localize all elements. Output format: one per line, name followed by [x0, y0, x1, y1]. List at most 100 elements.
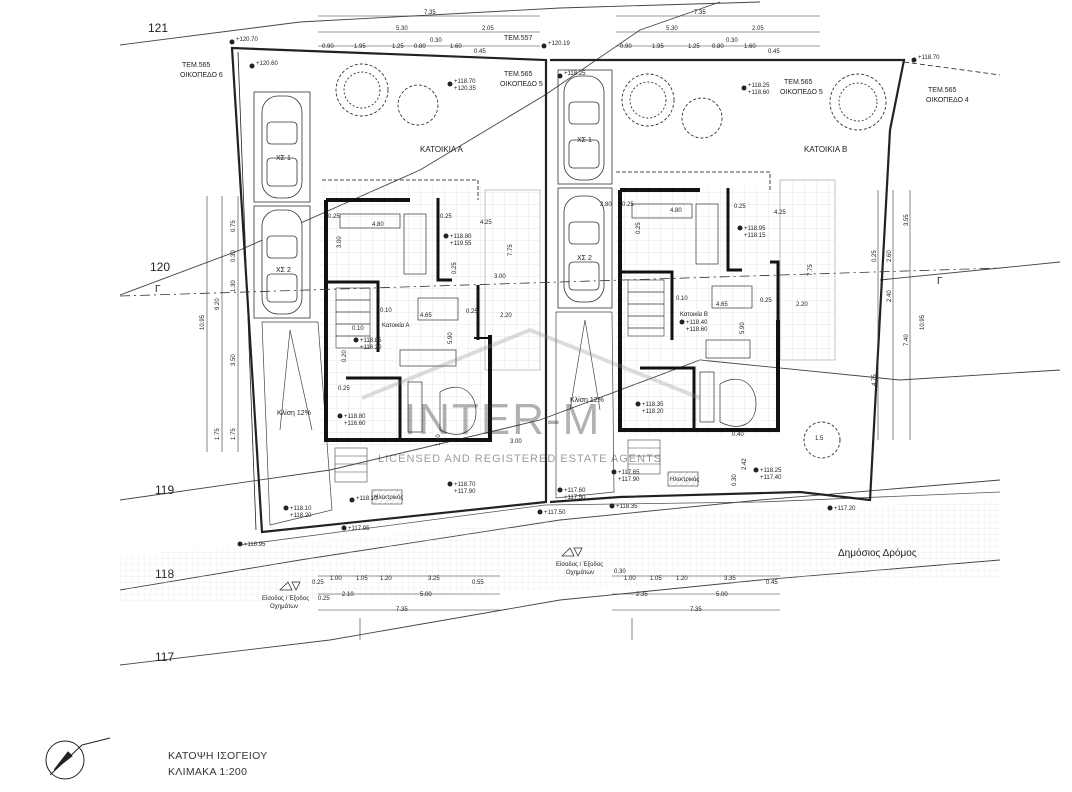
svg-text:0.20: 0.20	[342, 350, 348, 362]
svg-text:7.75: 7.75	[808, 264, 814, 276]
svg-text:+118.25: +118.25	[564, 71, 586, 77]
parking-label-2: ΧΣ 2	[276, 267, 291, 274]
plot-label-top: ΤΕΜ.557	[504, 35, 533, 42]
house-a-furniture	[335, 213, 477, 435]
svg-text:1.5: 1.5	[815, 436, 824, 442]
top-dimension-lines	[318, 15, 820, 47]
svg-text:INTER-M: INTER-M	[404, 395, 601, 444]
svg-text:1.05: 1.05	[356, 576, 368, 582]
svg-text:+116.60: +116.60	[344, 421, 366, 427]
svg-text:+116.95: +116.95	[244, 542, 266, 548]
plot-label-left-1: ΤΕΜ.565	[182, 62, 211, 69]
svg-text:1.25: 1.25	[688, 44, 700, 50]
svg-text:0.30: 0.30	[231, 250, 237, 262]
svg-text:3.00: 3.00	[337, 236, 343, 248]
house-b-tiled-floor	[615, 185, 780, 435]
svg-text:4.65: 4.65	[420, 313, 432, 319]
svg-text:0.30: 0.30	[614, 569, 626, 575]
svg-text:+118.70: +118.70	[454, 482, 476, 488]
plot-label-right-1: ΤΕΜ.565	[784, 79, 813, 86]
plot-label-mid-1: ΤΕΜ.565	[504, 71, 533, 78]
svg-text:+118.70: +118.70	[454, 79, 476, 85]
svg-text:3.00: 3.00	[510, 439, 522, 445]
svg-text:+118.25: +118.25	[760, 468, 782, 474]
contour-label-121: 121	[148, 21, 168, 35]
svg-text:+117.50: +117.50	[564, 495, 586, 501]
svg-text:2.05: 2.05	[752, 26, 764, 32]
contour-label-119: 119	[155, 483, 174, 497]
meter-box-a: Ηλεκτρικός	[371, 489, 403, 505]
drawing-scale: ΚΛΙΜΑΚΑ 1:200	[168, 766, 248, 778]
svg-text:0.25: 0.25	[872, 250, 878, 262]
svg-text:0.25: 0.25	[452, 262, 458, 274]
svg-text:+118.20: +118.20	[290, 513, 312, 519]
house-b-dimensions: 0.25 4.80 0.25 4.25 0.10 4.65 0.25 2.20 …	[600, 202, 824, 486]
svg-text:5.90: 5.90	[448, 332, 454, 344]
svg-text:9.20: 9.20	[215, 298, 221, 310]
svg-text:10.95: 10.95	[920, 314, 926, 330]
svg-text:+118.25: +118.25	[748, 83, 770, 89]
svg-text:2.42: 2.42	[742, 458, 748, 470]
svg-text:2.05: 2.05	[482, 26, 494, 32]
house-b-terrace	[779, 179, 836, 361]
svg-text:3.55: 3.55	[904, 214, 910, 226]
house-a-walls	[322, 179, 492, 442]
entrance-marker-right: Είσοδος / Έξοδος Οχημάτων	[556, 547, 603, 576]
left-vertical-dimension-lines	[206, 196, 239, 452]
svg-text:5.00: 5.00	[716, 592, 728, 598]
svg-text:7.35: 7.35	[424, 10, 436, 16]
svg-text:Οχημάτων: Οχημάτων	[270, 603, 298, 610]
svg-text:+119.55: +119.55	[450, 241, 472, 247]
section-marker-right: Γ	[937, 276, 943, 287]
svg-text:0.45: 0.45	[766, 580, 778, 586]
plot-label-far-right-2: ΟΙΚΟΠΕΔΟ 4	[926, 97, 969, 104]
svg-text:Ηλεκτρικός: Ηλεκτρικός	[374, 494, 403, 501]
svg-text:0.25: 0.25	[760, 298, 772, 304]
svg-text:1.25: 1.25	[392, 44, 404, 50]
svg-text:4.80: 4.80	[372, 222, 384, 228]
svg-text:+118.15: +118.15	[744, 233, 766, 239]
svg-text:0.25: 0.25	[466, 309, 478, 315]
svg-text:+118.95: +118.95	[744, 226, 766, 232]
meter-box-b: Ηλεκτρικός	[667, 471, 699, 487]
svg-text:1.95: 1.95	[652, 44, 664, 50]
svg-text:7.35: 7.35	[690, 607, 702, 613]
svg-text:1.75: 1.75	[231, 428, 237, 440]
plot-label-mid-2: ΟΙΚΟΠΕΔΟ 5	[500, 81, 543, 88]
svg-text:1.20: 1.20	[676, 576, 688, 582]
svg-text:0.45: 0.45	[768, 49, 780, 55]
svg-text:+120.19: +120.19	[548, 41, 571, 47]
section-marker-left: Γ	[155, 284, 161, 295]
svg-text:+117.60: +117.60	[564, 488, 586, 494]
left-vertical-dimension-values: 10.95 9.20 0.75 0.30 1.30 3.50 1.75 1.75	[200, 220, 237, 440]
svg-text:+118.40: +118.40	[686, 320, 708, 326]
section-line	[119, 267, 1001, 297]
svg-text:3.25: 3.25	[428, 576, 440, 582]
right-vertical-dimension-lines	[877, 190, 911, 440]
svg-text:Είσοδος / Έξοδος: Είσοδος / Έξοδος	[556, 562, 603, 568]
svg-text:+117.90: +117.90	[618, 477, 640, 483]
svg-text:0.55: 0.55	[472, 580, 484, 586]
contour-label-120: 120	[150, 260, 170, 274]
svg-text:7.75: 7.75	[508, 244, 514, 256]
svg-text:4.25: 4.25	[774, 210, 786, 216]
svg-text:0.45: 0.45	[474, 49, 486, 55]
svg-text:1.00: 1.00	[624, 576, 636, 582]
svg-text:+118.10: +118.10	[356, 496, 378, 502]
public-road	[120, 500, 1000, 602]
svg-text:0.40: 0.40	[732, 432, 744, 438]
svg-text:7.35: 7.35	[396, 607, 408, 613]
svg-text:+117.40: +117.40	[760, 475, 782, 481]
house-b-furniture	[627, 203, 757, 427]
level-markers: +120.70 +120.19 +118.70 +120.60 +118.70 …	[229, 37, 940, 548]
house-a-terrace	[484, 189, 541, 371]
svg-text:Είσοδος / Έξοδος: Είσοδος / Έξοδος	[262, 596, 309, 602]
svg-text:2.20: 2.20	[500, 313, 512, 319]
svg-text:2.80: 2.80	[600, 202, 612, 208]
svg-text:0.10: 0.10	[352, 326, 364, 332]
svg-text:+120.35: +120.35	[454, 86, 477, 92]
svg-text:0.90: 0.90	[322, 44, 334, 50]
house-b-label: Κατοικία Β	[680, 312, 708, 318]
public-road-label: Δημόσιος Δρόμος	[838, 547, 917, 559]
